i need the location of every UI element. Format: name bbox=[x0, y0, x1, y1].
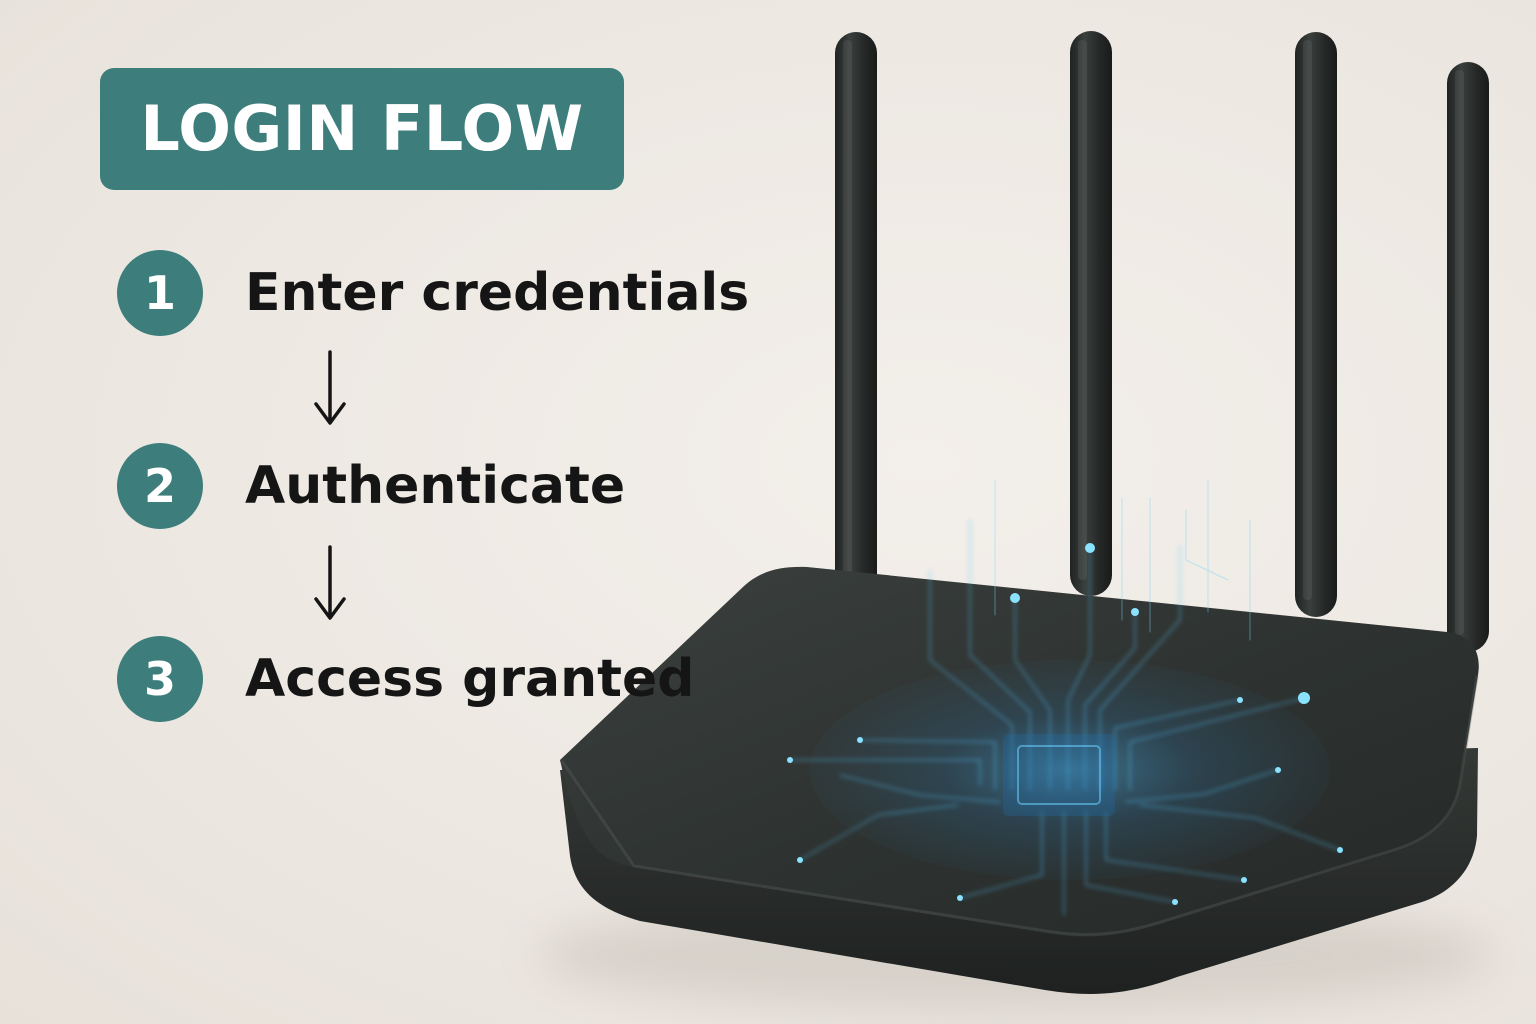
antenna-1 bbox=[835, 32, 877, 617]
down-arrow-icon bbox=[314, 350, 346, 425]
router-antennas bbox=[835, 31, 1489, 652]
flow-step-2: 2 Authenticate bbox=[117, 443, 625, 529]
antenna-2 bbox=[1070, 31, 1112, 596]
circuit-board-illustration bbox=[787, 479, 1343, 916]
flow-step-3: 3 Access granted bbox=[117, 636, 695, 722]
title-badge: LOGIN FLOW bbox=[100, 68, 624, 190]
down-arrow-icon bbox=[314, 545, 346, 620]
flow-step-1: 1 Enter credentials bbox=[117, 250, 749, 336]
step-label: Authenticate bbox=[245, 456, 626, 516]
step-number-badge: 2 bbox=[117, 443, 203, 529]
page-title: LOGIN FLOW bbox=[140, 92, 584, 165]
step-label: Access granted bbox=[245, 649, 695, 709]
step-label: Enter credentials bbox=[245, 263, 750, 323]
antenna-3 bbox=[1295, 32, 1337, 617]
step-number-badge: 3 bbox=[117, 636, 203, 722]
antenna-4 bbox=[1447, 62, 1489, 652]
step-number-badge: 1 bbox=[117, 250, 203, 336]
